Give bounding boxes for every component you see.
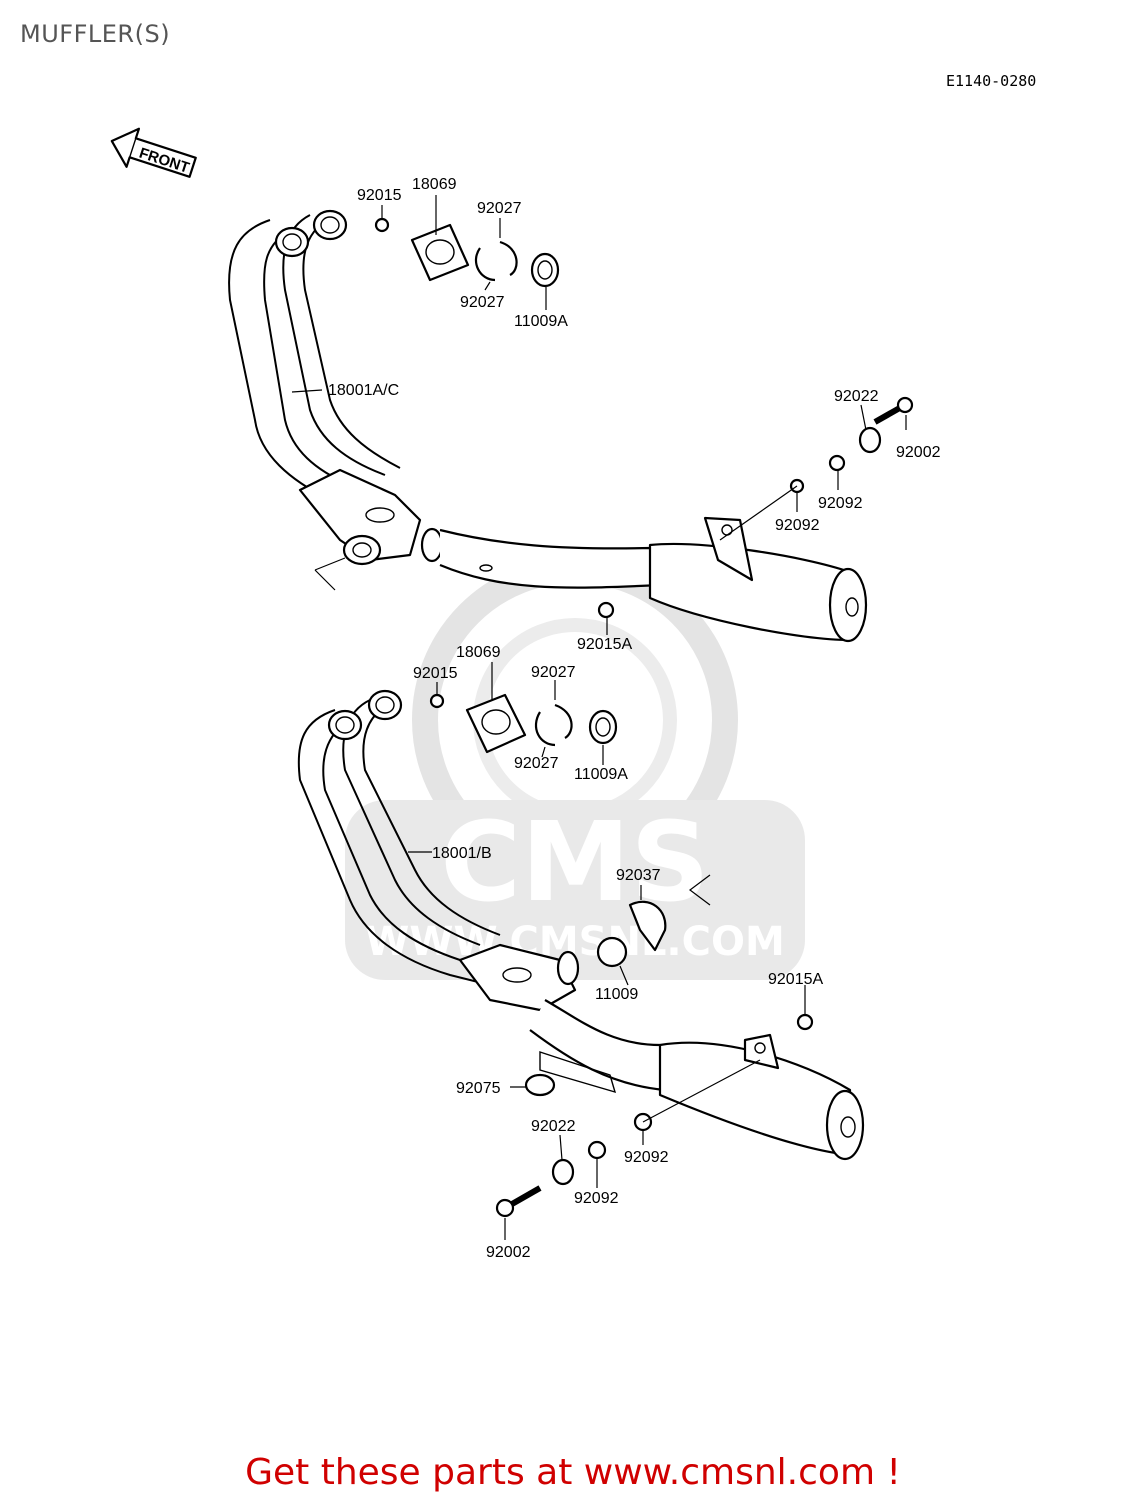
label-18069-upper: 18069 (412, 176, 457, 193)
label-92027-upper-a: 92027 (477, 200, 522, 217)
label-92015-upper: 92015 (357, 187, 402, 204)
label-92092-lower-a: 92092 (624, 1149, 669, 1166)
label-92015-lower: 92015 (413, 665, 458, 682)
diagram-code: E1140-0280 (946, 72, 1037, 90)
label-11009A-lower: 11009A (574, 766, 628, 783)
upper-exhaust-assembly (228, 195, 914, 643)
label-92027-lower-b: 92027 (514, 755, 559, 772)
label-11009A-upper: 11009A (514, 313, 568, 330)
label-92092-upper-a: 92092 (818, 495, 863, 512)
footer-cta-link[interactable]: Get these parts at www.cmsnl.com ! (245, 1452, 901, 1493)
label-92022-lower: 92022 (531, 1118, 576, 1135)
label-92015A-lower: 92015A (768, 971, 823, 988)
label-92022-upper: 92022 (834, 388, 879, 405)
label-18001AC: 18001A/C (328, 382, 399, 399)
label-11009: 11009 (595, 986, 638, 1003)
label-18069-lower: 18069 (456, 644, 501, 661)
label-92002-upper: 92002 (896, 444, 941, 461)
label-92092-lower-b: 92092 (574, 1190, 619, 1207)
watermark-brand: CMS (440, 798, 709, 926)
label-92027-lower-a: 92027 (531, 664, 576, 681)
label-92015A-upper: 92015A (577, 636, 632, 653)
label-92002-lower: 92002 (486, 1244, 531, 1261)
label-92092-upper-b: 92092 (775, 517, 820, 534)
upper-part-labels: 92015 18069 92027 92027 11009A 18001A/C … (328, 176, 941, 653)
lower-exhaust-assembly (297, 662, 865, 1240)
label-92075: 92075 (456, 1080, 501, 1097)
front-direction-arrow: FRONT (110, 127, 197, 178)
label-18001B: 18001/B (432, 845, 492, 862)
page-title: MUFFLER(S) (20, 20, 171, 48)
label-92037: 92037 (616, 867, 661, 884)
label-92027-upper-b: 92027 (460, 294, 505, 311)
lower-part-labels: 92015 18069 92027 92027 11009A 18001/B 9… (413, 644, 823, 1261)
